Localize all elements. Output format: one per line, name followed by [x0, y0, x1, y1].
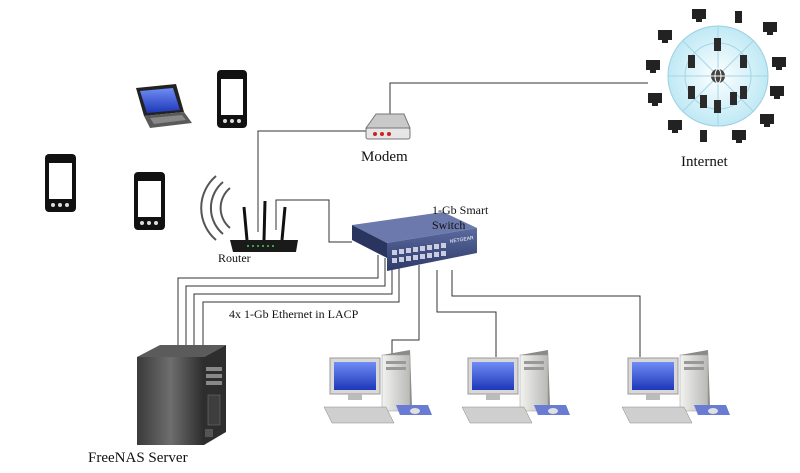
cable-internet-modem	[389, 82, 648, 115]
cable-modem-router	[257, 130, 368, 232]
laptop-icon	[136, 84, 192, 128]
workstation-icon	[461, 350, 570, 424]
internet-cloud	[646, 9, 786, 143]
network-switch-icon: NETGEAR	[352, 212, 477, 271]
switch-label: 1-Gb Smart Switch	[432, 203, 488, 233]
server-icons	[688, 38, 747, 113]
modem-icon	[365, 113, 411, 140]
router-icon	[200, 175, 298, 252]
lacp-label: 4x 1-Gb Ethernet in LACP	[229, 307, 359, 321]
cables	[177, 82, 648, 357]
cable-switch-pc2	[436, 270, 497, 357]
server-label: FreeNAS Server	[88, 450, 188, 466]
cable-lacp-1	[177, 255, 379, 355]
phone-icon	[45, 154, 76, 212]
cable-switch-pc1	[391, 265, 420, 357]
server-tower-icon	[137, 345, 226, 445]
switch-brand-logo: NETGEAR	[449, 235, 474, 245]
internet-label: Internet	[681, 154, 728, 170]
phone-icon	[134, 172, 165, 230]
router-label: Router	[218, 251, 251, 265]
workstation-icon	[323, 350, 432, 424]
cable-router-switch	[275, 199, 352, 243]
modem-label: Modem	[361, 149, 408, 165]
computer-icons	[646, 9, 786, 143]
globe-icon	[711, 68, 725, 84]
cable-lacp-3	[193, 260, 393, 352]
cable-lacp-2	[185, 258, 386, 352]
phone-icon	[217, 70, 247, 128]
switch-label-line2: Switch	[432, 218, 466, 232]
workstation-icon	[621, 350, 730, 424]
cable-lacp-4	[202, 262, 400, 352]
cable-switch-pc3	[451, 270, 641, 357]
switch-label-line1: 1-Gb Smart	[432, 203, 489, 217]
